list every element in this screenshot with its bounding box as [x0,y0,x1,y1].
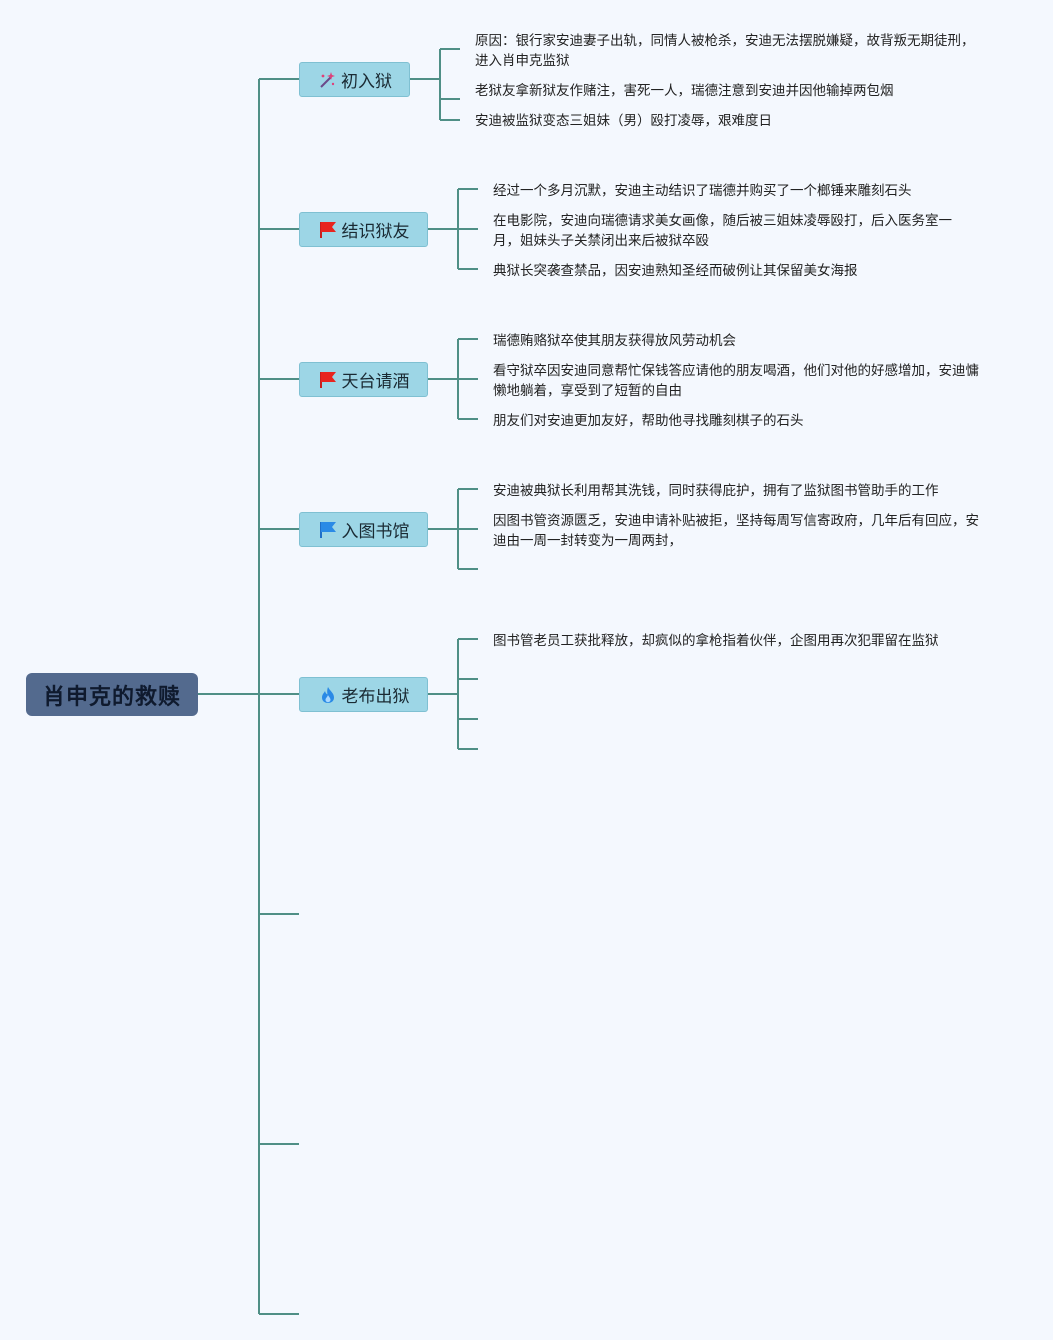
leaf-text: 老狱友拿新狱友作赌注，害死一人，瑞德注意到安迪并因他输掉两包烟 [475,83,894,99]
wand-sparkle-icon [317,70,337,90]
branch-label: 初入狱 [341,72,392,92]
leaf-text: 安迪被监狱变态三姐妹（男）殴打凌辱，艰难度日 [475,113,772,129]
leaf-text: 安迪被典狱长利用帮其洗钱，同时获得庇护，拥有了监狱图书管助手的工作 [493,483,939,499]
leaf-text: 因图书管资源匮乏，安迪申请补贴被拒，坚持每周写信寄政府，几年后有回应，安迪由一周… [493,513,979,549]
leaf-text: 在电影院，安迪向瑞德请求美女画像，随后被三姐妹凌辱殴打，后入医务室一月，姐妹头子… [493,213,952,249]
flame-icon [318,685,338,705]
branch-tian-tai-qing-jiu[interactable]: 天台请酒 [299,362,428,397]
branch-label: 老布出狱 [341,687,410,707]
branch-lao-bu-chu-yu[interactable]: 老布出狱 [299,677,428,712]
branch-label: 天台请酒 [341,372,410,392]
branch-label: 入图书馆 [341,522,410,542]
blue-flag-icon [318,520,338,540]
leaf-text: 瑞德贿赂狱卒使其朋友获得放风劳动机会 [493,333,736,349]
leaf-text: 经过一个多月沉默，安迪主动结识了瑞德并购买了一个榔锤来雕刻石头 [493,183,912,199]
leaf-text: 典狱长突袭查禁品，因安迪熟知圣经而破例让其保留美女海报 [493,263,858,279]
leaf-text: 原因：银行家安迪妻子出轨，同情人被枪杀，安迪无法摆脱嫌疑，故背叛无期徒刑，进入肖… [475,33,975,69]
root-topic-label: 肖申克的救赎 [42,684,181,710]
root-topic[interactable]: 肖申克的救赎 [26,673,198,716]
branch-ru-tu-shu-guan[interactable]: 入图书馆 [299,512,428,547]
red-flag-icon [318,220,338,240]
leaf-text: 图书管老员工获批释放，却疯似的拿枪指着伙伴，企图用再次犯罪留在监狱 [493,633,939,649]
branch-label: 结识狱友 [341,222,410,242]
leaf-text: 朋友们对安迪更加友好，帮助他寻找雕刻棋子的石头 [493,413,804,429]
red-flag-icon [318,370,338,390]
branch-jie-shi-yu-you[interactable]: 结识狱友 [299,212,428,247]
branch-chu-ru-yu[interactable]: 初入狱 [299,62,410,97]
leaf-text: 看守狱卒因安迪同意帮忙保钱答应请他的朋友喝酒，他们对他的好感增加，安迪慵懒地躺着… [493,363,979,399]
